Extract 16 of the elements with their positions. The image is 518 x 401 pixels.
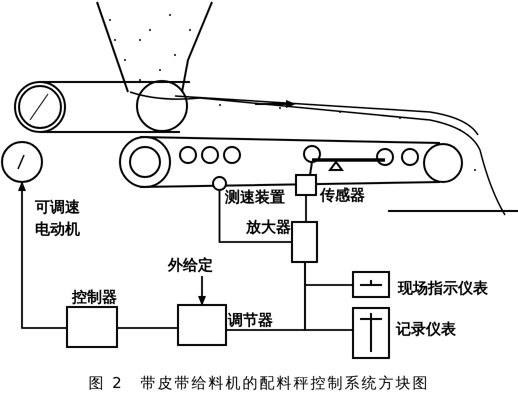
connector-line — [218, 190, 292, 243]
connector-line — [117, 327, 178, 329]
motor-label: 可调速电动机 — [35, 197, 81, 240]
regulator-label: 调节器 — [228, 311, 273, 329]
arrow — [18, 181, 67, 329]
connector-line — [304, 262, 353, 331]
setpoint-label: 外给定 — [168, 256, 213, 274]
connector-line — [305, 195, 307, 222]
arrow — [198, 276, 206, 306]
controller-label: 控制器 — [72, 288, 117, 306]
amplifier-label: 放大器 — [246, 218, 291, 236]
indicator-label: 现场指示仪表 — [398, 279, 488, 297]
recorder-label: 记录仪表 — [396, 320, 456, 338]
caption: 图 2 带皮带给料机的配料秤控制系统方块图 — [87, 374, 431, 393]
speed-sensor-label: 测速装置 — [225, 188, 285, 206]
sensor-label: 传感器 — [320, 186, 365, 204]
